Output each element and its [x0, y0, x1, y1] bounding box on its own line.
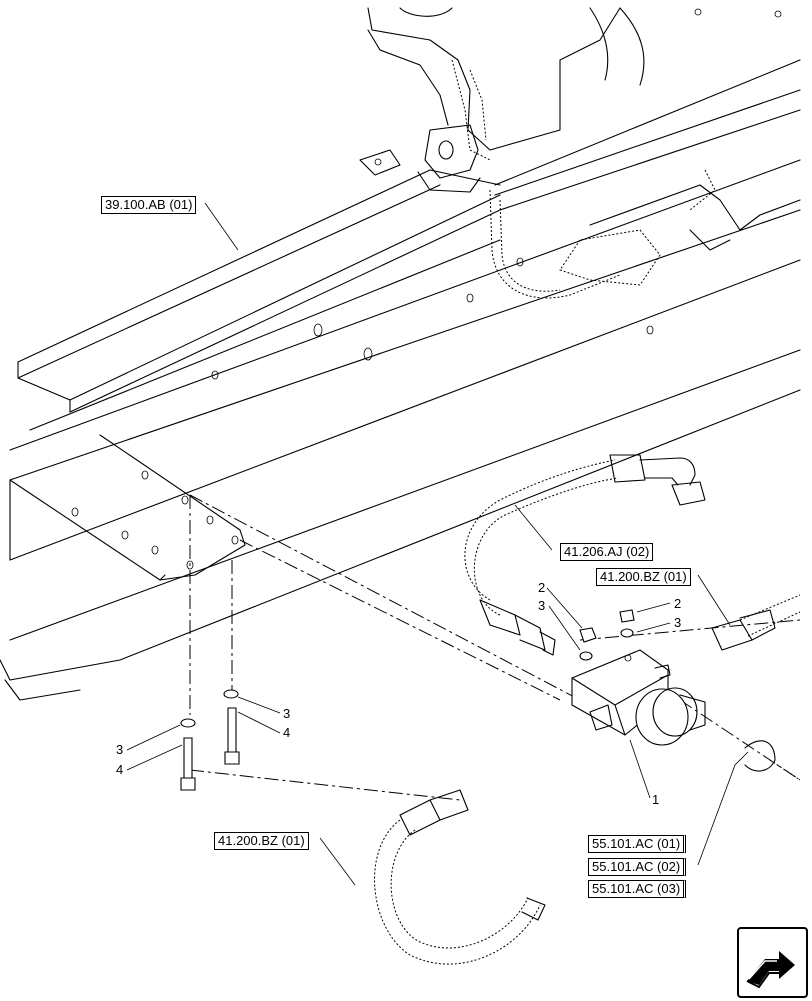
part-number-washer-left: 3 [116, 742, 124, 757]
nut-right [619, 609, 635, 623]
callout-hose-lower[interactable]: 41.200.BZ (01) [214, 832, 309, 850]
bolt-mid-head [224, 751, 240, 765]
hose-lower [374, 789, 546, 965]
part-number-washer-mid: 3 [283, 706, 291, 721]
callout-hose-upper[interactable]: 41.206.AJ (02) [560, 543, 654, 561]
bolt-left-head [180, 777, 196, 791]
callout-hose-right[interactable]: 41.200.BZ (01) [596, 568, 691, 586]
next-page-button[interactable] [737, 927, 808, 998]
hose-upper [464, 454, 706, 656]
frame-rail [0, 59, 801, 701]
part-number-bolt-left: 4 [116, 762, 124, 777]
part-number-switch: 1 [652, 792, 660, 807]
part-number-washer-center: 3 [538, 598, 546, 613]
nut-center [579, 627, 597, 643]
callout-frame[interactable]: 39.100.AB (01) [101, 196, 197, 214]
washer-mid [223, 689, 239, 699]
next-page-arrow-icon [746, 951, 795, 989]
washer-right [620, 628, 634, 638]
callout-switch-ref-1[interactable]: 55.101.AC (01) [588, 835, 687, 853]
part-number-bolt-mid: 4 [283, 725, 291, 740]
hose-right [711, 594, 801, 781]
part-number-washer-right: 3 [674, 615, 682, 630]
part-number-nut-center: 2 [538, 580, 546, 595]
callout-switch-ref-3[interactable]: 55.101.AC (03) [588, 880, 687, 898]
mounting-plate [9, 434, 246, 581]
bolt-mid-shank [227, 707, 237, 753]
washer-left [180, 718, 196, 728]
callout-switch-ref-2[interactable]: 55.101.AC (02) [588, 858, 687, 876]
pressure-switch [571, 649, 706, 746]
washer-center [579, 651, 593, 661]
bolt-left-shank [183, 737, 193, 779]
leader-lines [126, 202, 749, 886]
upper-bracket [367, 7, 782, 193]
hardware [180, 609, 635, 791]
part-number-nut-right: 2 [674, 596, 682, 611]
